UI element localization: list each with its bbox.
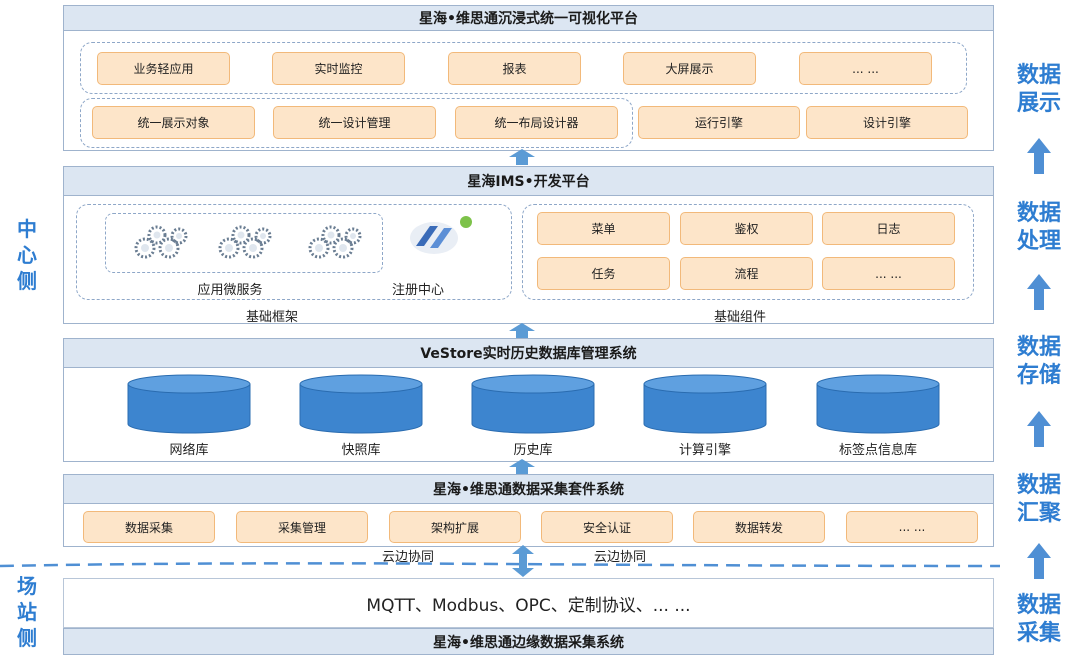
- center-station-divider: [0, 562, 1000, 568]
- display-row1-group: [80, 42, 967, 94]
- display-item-unified-object[interactable]: 统一展示对象: [92, 106, 255, 139]
- cloud-edge-label-left: 云边协同: [381, 550, 434, 565]
- up-arrow-icon: [1027, 274, 1051, 310]
- display-platform-title: 星海•维思通沉浸式统一可视化平台: [63, 5, 994, 31]
- ims-platform-title: 星海IMS•开发平台: [63, 166, 994, 196]
- display-item-bigscreen[interactable]: 大屏展示: [623, 52, 756, 85]
- up-arrow-icon: [1027, 411, 1051, 447]
- display-item-report[interactable]: 报表: [448, 52, 581, 85]
- bidirectional-arrow-icon: [512, 545, 534, 577]
- database-cylinder-icon: [299, 374, 423, 434]
- right-label-display: 数据展示: [1016, 63, 1061, 116]
- collect-item-manage[interactable]: 采集管理: [236, 511, 368, 543]
- gears-icon: [308, 225, 362, 259]
- database-cylinder-icon: [816, 374, 940, 434]
- edge-collect-title: 星海•维思通边缘数据采集系统: [63, 628, 994, 655]
- base-components-group: [522, 204, 974, 300]
- component-more[interactable]: ... ...: [822, 257, 955, 290]
- db-compute-label: 计算引擎: [678, 443, 731, 458]
- component-flow[interactable]: 流程: [680, 257, 813, 290]
- edge-protocol-panel: [63, 578, 994, 628]
- database-cylinder-icon: [127, 374, 251, 434]
- gears-icon: [218, 225, 272, 259]
- right-label-process: 数据处理: [1016, 201, 1061, 254]
- up-arrow-icon: [509, 149, 535, 165]
- component-task[interactable]: 任务: [537, 257, 670, 290]
- up-arrow-icon: [1027, 543, 1051, 579]
- vestore-title: VeStore实时历史数据库管理系统: [63, 338, 994, 368]
- right-label-aggregate: 数据汇聚: [1016, 473, 1061, 526]
- db-tag-label: 标签点信息库: [838, 443, 917, 458]
- registry-label: 注册中心: [391, 283, 444, 298]
- component-log[interactable]: 日志: [822, 212, 955, 245]
- display-item-more[interactable]: ... ...: [799, 52, 932, 85]
- display-item-realtime-monitor[interactable]: 实时监控: [272, 52, 405, 85]
- cloud-edge-label-right: 云边协同: [593, 550, 646, 565]
- database-cylinder-icon: [643, 374, 767, 434]
- right-label-collect: 数据采集: [1016, 593, 1061, 646]
- collect-suite-title: 星海•维思通数据采集套件系统: [63, 474, 994, 504]
- base-framework-group: [76, 204, 512, 300]
- display-row2-group: [80, 98, 633, 148]
- registry-logo-icon: [410, 216, 472, 254]
- display-item-unified-layout[interactable]: 统一布局设计器: [455, 106, 618, 139]
- collect-item-data-collect[interactable]: 数据采集: [83, 511, 215, 543]
- collect-item-forward[interactable]: 数据转发: [693, 511, 825, 543]
- gears-icon: [134, 225, 188, 259]
- up-arrow-icon: [509, 459, 535, 475]
- db-network-label: 网络库: [169, 443, 209, 458]
- up-arrow-icon: [509, 323, 535, 339]
- display-item-run-engine[interactable]: 运行引擎: [638, 106, 800, 139]
- database-cylinder-icon: [471, 374, 595, 434]
- edge-protocols-text: MQTT、Modbus、OPC、定制协议、... ...: [366, 596, 691, 616]
- display-item-design-engine[interactable]: 设计引擎: [806, 106, 968, 139]
- right-label-storage: 数据存储: [1016, 335, 1061, 388]
- collect-item-more[interactable]: ... ...: [846, 511, 978, 543]
- db-history-label: 历史库: [513, 443, 553, 458]
- component-auth[interactable]: 鉴权: [680, 212, 813, 245]
- microservice-group: [105, 213, 383, 273]
- display-item-unified-design[interactable]: 统一设计管理: [273, 106, 436, 139]
- base-framework-label: 基础框架: [245, 310, 298, 325]
- collect-item-arch[interactable]: 架构扩展: [389, 511, 521, 543]
- microservice-label: 应用微服务: [197, 283, 263, 298]
- center-side-label: 中心侧: [17, 217, 37, 293]
- display-item-light-app[interactable]: 业务轻应用: [97, 52, 230, 85]
- base-components-label: 基础组件: [713, 310, 766, 325]
- up-arrow-icon: [1027, 138, 1051, 174]
- component-menu[interactable]: 菜单: [537, 212, 670, 245]
- collect-item-security[interactable]: 安全认证: [541, 511, 673, 543]
- db-snapshot-label: 快照库: [341, 443, 381, 458]
- station-side-label: 场站侧: [17, 574, 37, 650]
